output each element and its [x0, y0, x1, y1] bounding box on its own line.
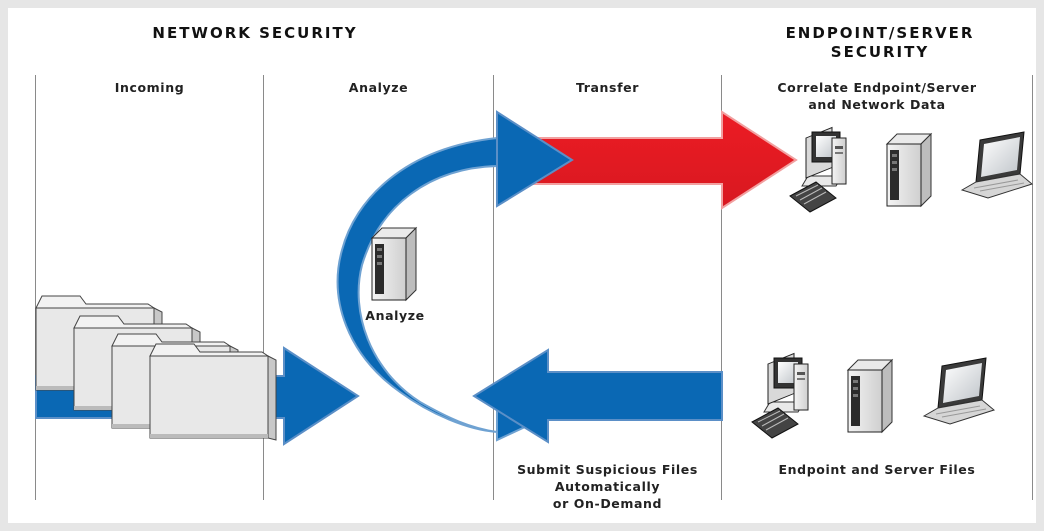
column-label-correlate-line2: and Network Data — [808, 97, 946, 112]
network-security-heading: NETWORK SECURITY — [152, 24, 358, 42]
analyze-loop-arrow — [336, 136, 543, 442]
submit-files-label-line2: Automatically — [554, 479, 661, 494]
column-label-transfer: Transfer — [576, 80, 639, 95]
analyze-server-label: Analyze — [365, 308, 425, 323]
server-icon — [847, 359, 893, 433]
endpoint-security-heading-line1: ENDPOINT/SERVER — [785, 24, 975, 42]
submit-files-arrow — [472, 348, 723, 444]
endpoint-files-label: Endpoint and Server Files — [778, 462, 976, 477]
submit-files-label-line3: or On-Demand — [552, 496, 663, 511]
submit-files-label-line1: Submit Suspicious Files — [517, 462, 698, 477]
analyze-server-icon — [371, 227, 417, 301]
column-separator — [263, 75, 264, 500]
server-icon — [886, 133, 932, 207]
column-label-correlate-line1: Correlate Endpoint/Server — [777, 80, 977, 95]
column-separator — [35, 75, 36, 500]
laptop-icon — [961, 131, 1033, 199]
column-separator — [493, 75, 494, 500]
column-label-incoming: Incoming — [114, 80, 185, 95]
analyze-output-arrowhead — [496, 110, 574, 208]
column-label-analyze: Analyze — [348, 80, 409, 95]
column-separator — [1032, 75, 1033, 500]
laptop-icon — [923, 357, 995, 425]
workstation-icon — [751, 352, 809, 439]
workstation-icon — [789, 126, 847, 213]
column-separator — [721, 75, 722, 500]
endpoint-security-heading-line2: SECURITY — [830, 43, 930, 61]
folder-icon — [149, 343, 277, 441]
